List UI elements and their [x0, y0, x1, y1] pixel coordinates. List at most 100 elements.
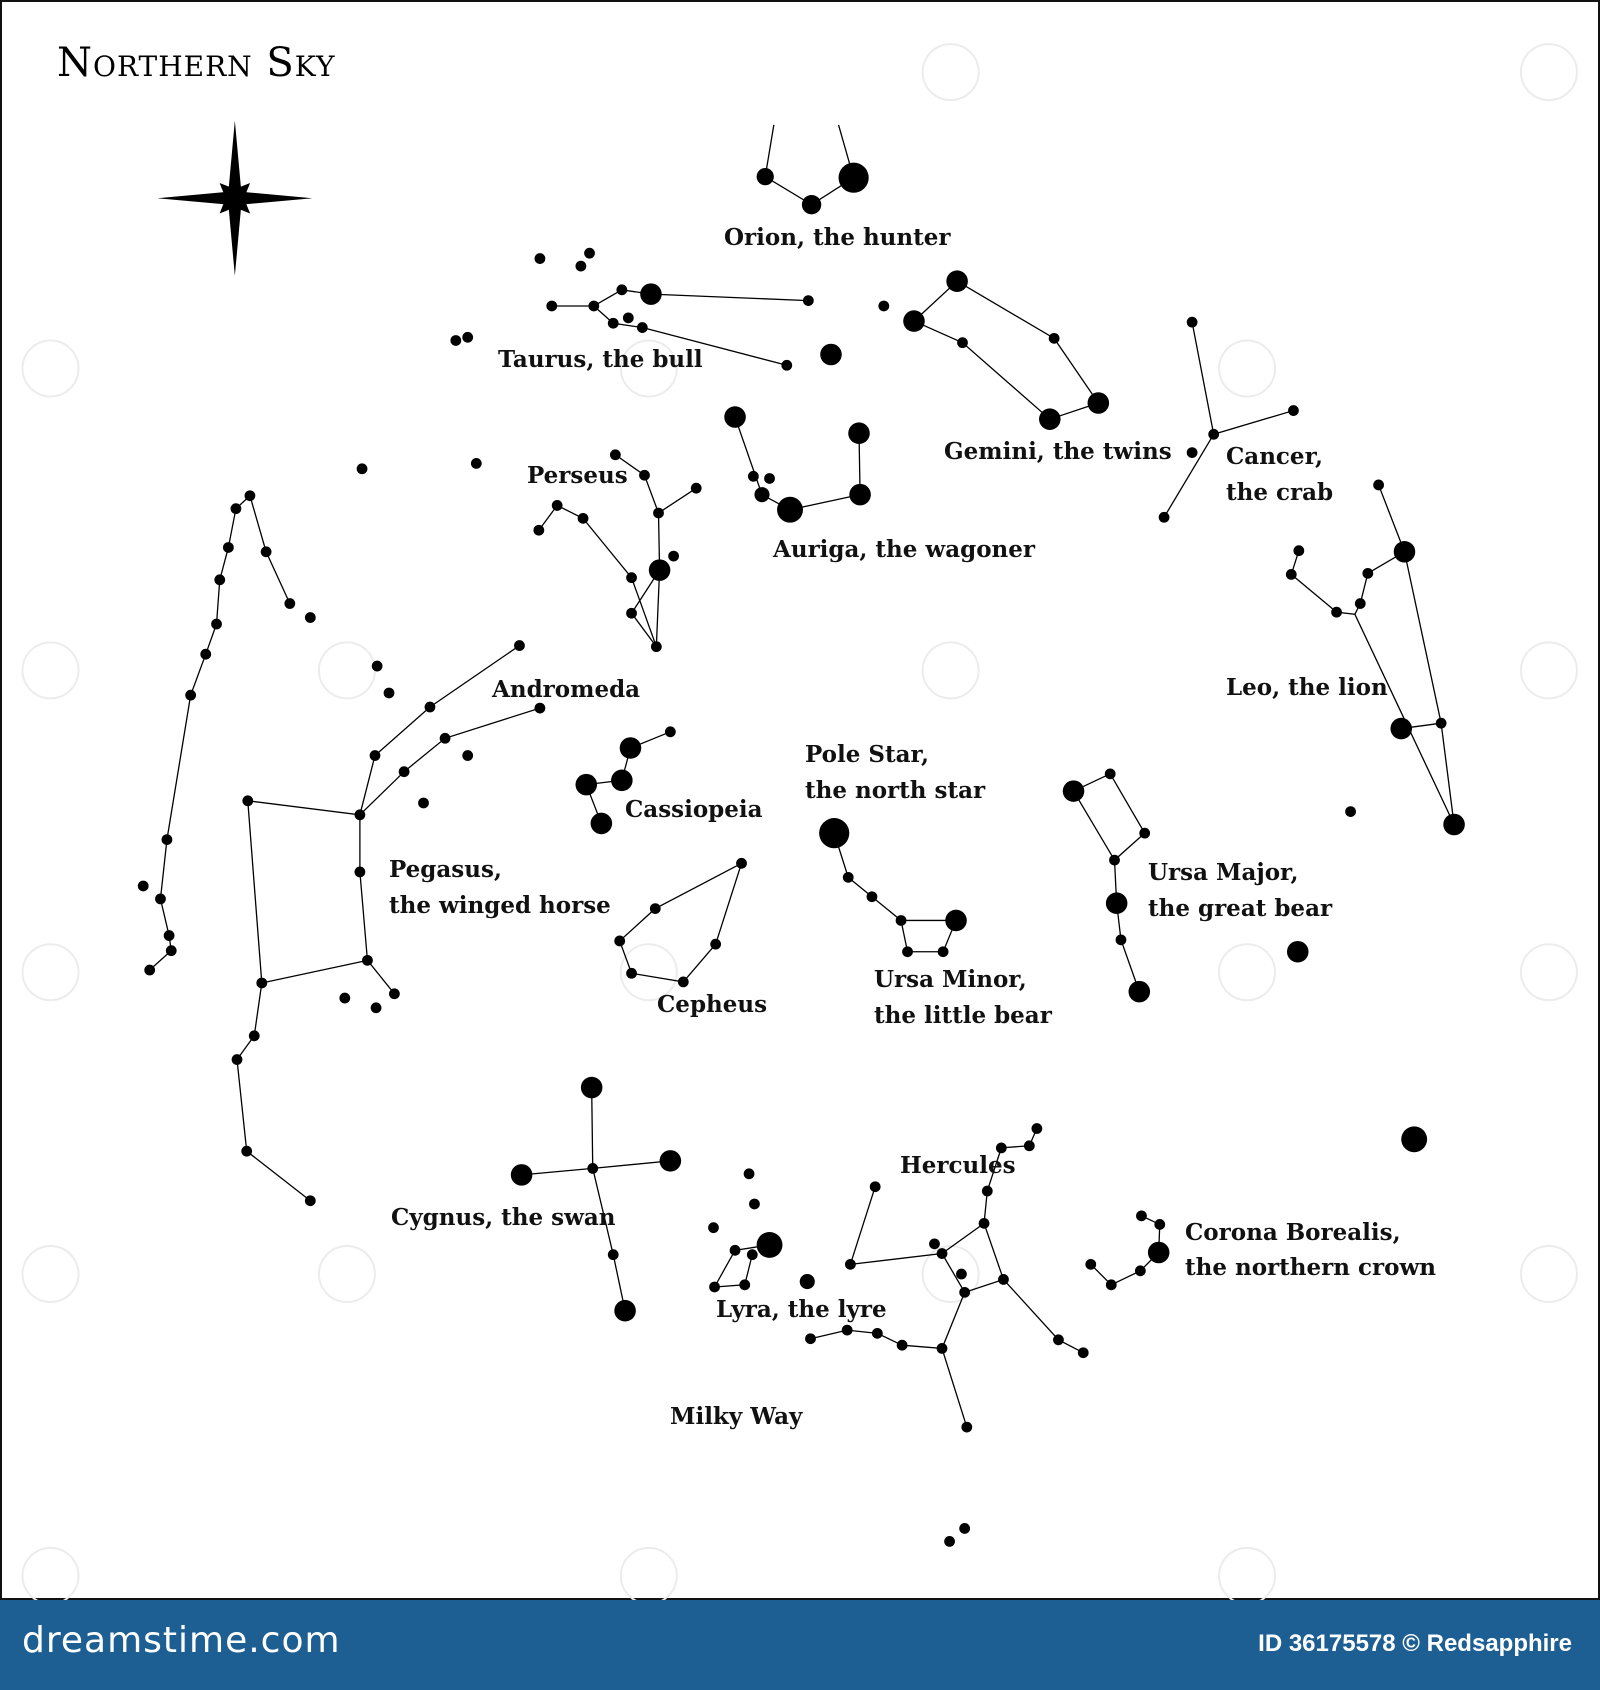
- label-perseus: Perseus: [527, 462, 628, 489]
- andromeda-star: [398, 766, 410, 778]
- cygnus-star-deneb: [580, 1076, 603, 1099]
- andromeda-star: [534, 702, 546, 714]
- arc-star: [137, 880, 149, 892]
- cygnus-star: [614, 1299, 636, 1322]
- arc-star: [155, 893, 166, 905]
- label-cancer-line2: the crab: [1226, 479, 1334, 506]
- leo-star: [1373, 479, 1384, 491]
- ursa-major-star: [1128, 980, 1151, 1003]
- taurus-star: [575, 260, 587, 272]
- leo-star: [1331, 606, 1342, 618]
- hercules-star: [998, 1274, 1009, 1285]
- pegasus-lines: [366, 959, 395, 995]
- orion-star: [801, 194, 822, 215]
- label-cepheus: Cepheus: [657, 991, 768, 1018]
- label-cancer-line1: Cancer,: [1226, 443, 1324, 470]
- taurus-star: [450, 335, 462, 346]
- hercules-star: [1031, 1123, 1043, 1134]
- hercules-star: [869, 1181, 881, 1193]
- watermark-icon: [21, 1546, 80, 1602]
- gemini-star: [1039, 408, 1061, 430]
- andromeda-star: [418, 797, 429, 809]
- arc-star: [211, 618, 222, 630]
- hercules-lines: [941, 1348, 968, 1428]
- constellation-map: [21, 43, 1578, 1602]
- gemini-star: [1087, 392, 1110, 414]
- hercules-star: [1077, 1347, 1089, 1359]
- lyra-star: [799, 1274, 815, 1290]
- taurus-lines: [593, 305, 787, 366]
- ursa-major-star: [1286, 940, 1309, 963]
- ursa-major-star: [1109, 854, 1120, 866]
- taurus-star: [584, 247, 595, 259]
- leo-star: [1362, 567, 1374, 579]
- cancer-lines: [1163, 433, 1215, 518]
- watermark-icon: [21, 1245, 80, 1304]
- label-ursa-major-line1: Ursa Major,: [1148, 859, 1299, 886]
- pegasus-star: [256, 977, 268, 989]
- star-chart: Northern Sky Orion, the hunter Taurus, t…: [0, 0, 1600, 1602]
- cancer-star: [1208, 428, 1220, 440]
- cygnus-star: [659, 1150, 682, 1172]
- auriga-star: [849, 483, 871, 506]
- hercules-star: [944, 1535, 955, 1547]
- hercules-star: [961, 1421, 973, 1433]
- cepheus-lines: [618, 862, 743, 983]
- perseus-lines: [615, 454, 697, 514]
- perseus-star: [626, 607, 637, 619]
- cepheus-star: [710, 938, 722, 950]
- hercules-star: [1023, 1140, 1035, 1152]
- hercules-star: [844, 1258, 856, 1270]
- pegasus-star: [339, 992, 351, 1004]
- hercules-star: [841, 1324, 853, 1336]
- compass-star-rays-icon: [219, 182, 251, 214]
- watermark-icon: [1519, 43, 1578, 102]
- cancer-star: [1186, 316, 1198, 328]
- lyra-star: [729, 1244, 741, 1256]
- arc-star: [163, 930, 175, 941]
- gemini-lines: [913, 280, 1100, 420]
- hercules-star: [871, 1327, 883, 1339]
- ursa-major-star: [1062, 780, 1085, 802]
- pegasus-star: [370, 1002, 382, 1014]
- hercules-star: [805, 1333, 816, 1345]
- pegasus-star: [362, 954, 373, 966]
- pegasus-star: [248, 1030, 260, 1042]
- taurus-star: [878, 300, 890, 312]
- orion-star: [756, 168, 774, 186]
- hercules-star: [896, 1339, 908, 1351]
- leo-star: [1435, 717, 1447, 729]
- label-ursa-major-line2: the great bear: [1148, 895, 1333, 922]
- watermark-icon: [921, 641, 980, 700]
- label-pole-star-line2: the north star: [805, 777, 986, 804]
- cassiopeia-star: [664, 726, 676, 738]
- label-orion: Orion, the hunter: [724, 224, 951, 251]
- corona-star: [1134, 1265, 1146, 1277]
- perseus-star: [653, 507, 664, 519]
- watermark-icon: [1218, 1546, 1277, 1602]
- label-pegasus-line1: Pegasus,: [389, 856, 502, 883]
- hercules-lines: [810, 1292, 966, 1350]
- hercules-star: [959, 1286, 971, 1298]
- label-lyra: Lyra, the lyre: [716, 1296, 887, 1323]
- cassiopeia-star: [590, 812, 613, 835]
- lyra-star: [709, 1281, 720, 1293]
- hercules-star: [981, 1185, 993, 1197]
- cygnus-lines: [591, 1087, 626, 1311]
- hercules-lines: [1002, 1278, 1084, 1354]
- taurus-star: [546, 300, 558, 312]
- auriga-star: [848, 422, 870, 444]
- arc-star: [200, 648, 212, 660]
- perseus-star: [690, 482, 702, 494]
- brand-logo[interactable]: dreamstime.com: [22, 1620, 341, 1661]
- taurus-star: [636, 322, 648, 333]
- lyra-star: [743, 1168, 755, 1180]
- watermark-icon: [21, 943, 80, 1002]
- hercules-star: [995, 1142, 1007, 1154]
- corona-star: [1105, 1279, 1117, 1291]
- perseus-star: [577, 512, 589, 524]
- andromeda-star: [424, 701, 436, 713]
- pegasus-star: [354, 809, 366, 821]
- perseus-lines: [630, 569, 661, 648]
- perseus-star-mirfak: [648, 559, 671, 581]
